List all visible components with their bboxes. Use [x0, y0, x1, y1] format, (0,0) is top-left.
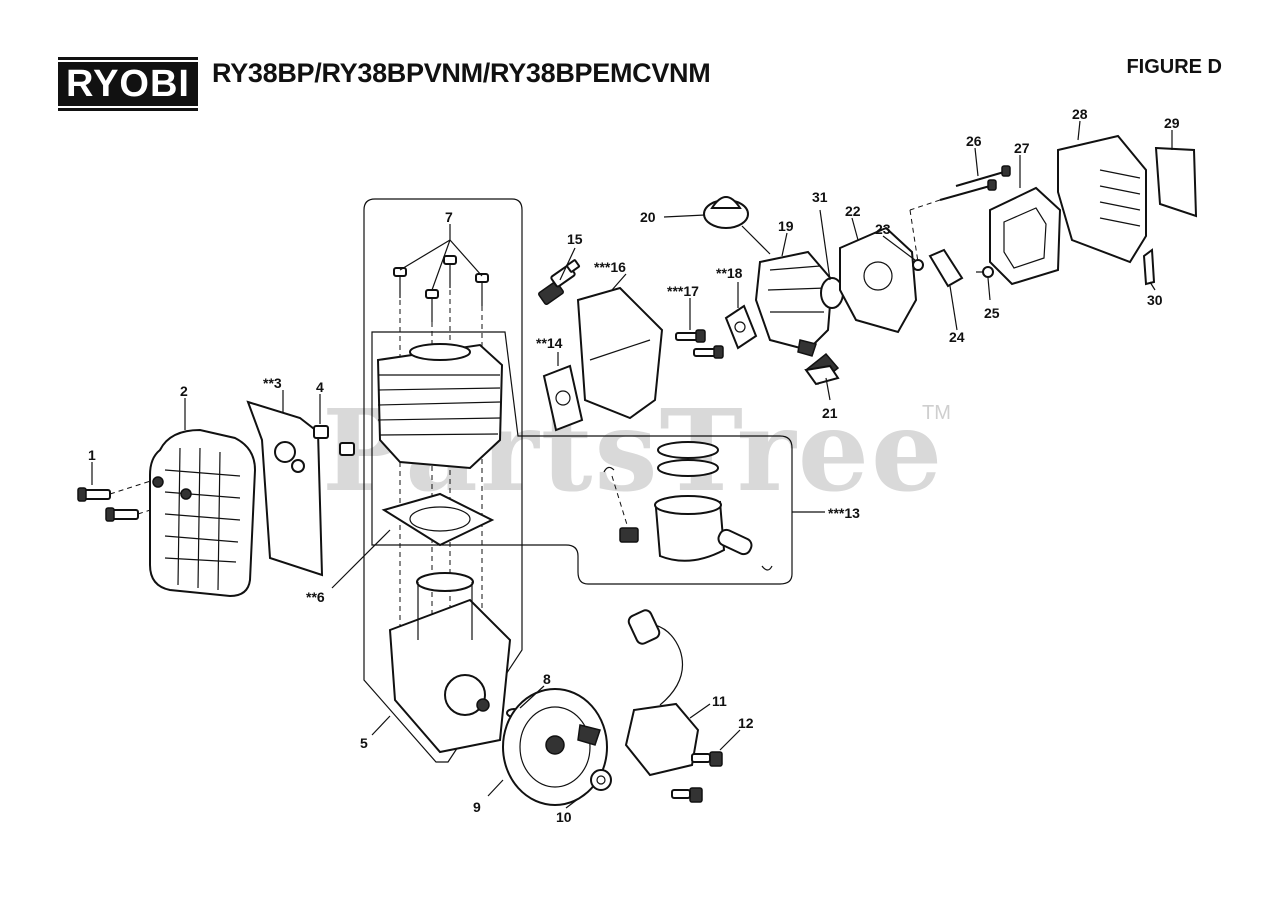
- part-26-bolts: [909, 165, 1011, 263]
- part-25-screw: [976, 266, 994, 278]
- callout-6: **6: [306, 589, 325, 605]
- watermark-tm: TM: [922, 402, 951, 424]
- callout-22: 22: [845, 203, 861, 219]
- callout-4: 4: [316, 379, 324, 395]
- logo-text: RYOBI: [56, 60, 200, 108]
- callout-2: 2: [180, 383, 188, 399]
- model-title: RY38BP/RY38BPVNM/RY38BPEMCVNM: [212, 58, 711, 88]
- figure-label: FIGURE D: [1126, 56, 1222, 78]
- callout-26: 26: [966, 133, 982, 149]
- callout-21: 21: [822, 405, 838, 421]
- part-27-filter-element: [989, 186, 1062, 286]
- callout-11: 11: [712, 693, 727, 709]
- leader-lines: [91, 120, 1173, 809]
- part-5-crankcase: [388, 572, 512, 754]
- callout-31: 31: [812, 189, 828, 205]
- callout-labels: 1 2 **3 4 5 **6 7 8 9 10 11 12 ***13 **1…: [88, 106, 1180, 825]
- part-14-gasket: [542, 364, 584, 432]
- callout-25: 25: [984, 305, 1000, 321]
- part-6-gasket: [381, 492, 495, 547]
- part-3-heat-shield: [246, 400, 324, 577]
- callout-23: 23: [875, 221, 891, 237]
- callout-24: 24: [949, 329, 965, 345]
- part-2-muffler: [149, 428, 257, 598]
- part-10-nut: [590, 769, 612, 791]
- callout-20: 20: [640, 209, 656, 225]
- callout-8: 8: [543, 671, 551, 687]
- part-29-filter-pad: [1154, 146, 1198, 218]
- callout-13: ***13: [828, 505, 860, 521]
- part-28-air-filter-cover: [1057, 134, 1147, 264]
- part-4-nuts: [313, 425, 355, 456]
- part-18-gasket: [724, 304, 758, 350]
- engine-group-outline: [363, 198, 523, 763]
- callout-5: 5: [360, 735, 368, 751]
- part-1-bolts: [77, 477, 176, 522]
- part-9-flywheel: [502, 688, 608, 806]
- callout-7: 7: [445, 209, 453, 225]
- callout-14: **14: [536, 335, 563, 351]
- part-23-spacer: [912, 259, 924, 271]
- part-11-ignition-coil: [624, 609, 700, 777]
- part-20-primer-bulb: [703, 196, 771, 255]
- part-19-carburetor: [754, 250, 834, 357]
- part-22-air-filter-base: [839, 226, 918, 334]
- part-24-plate: [928, 248, 964, 288]
- callout-10: 10: [556, 809, 572, 825]
- part-21-choke-lever: [804, 352, 840, 386]
- part-15-spark-plug: [538, 259, 580, 306]
- piston-group-outline: [371, 331, 793, 585]
- callout-15: 15: [567, 231, 583, 247]
- part-16-cylinder-cover: [576, 286, 664, 420]
- callout-17: ***17: [667, 283, 699, 299]
- callout-27: 27: [1014, 140, 1030, 156]
- callout-1: 1: [88, 447, 96, 463]
- callout-19: 19: [778, 218, 794, 234]
- callout-9: 9: [473, 799, 481, 815]
- callout-12: 12: [738, 715, 754, 731]
- callout-18: **18: [716, 265, 743, 281]
- part-17-bolts: [675, 329, 724, 359]
- part-30-small-pad: [1142, 248, 1156, 286]
- callout-30: 30: [1147, 292, 1163, 308]
- callout-29: 29: [1164, 115, 1180, 131]
- part-13-piston-kit: [603, 441, 773, 571]
- part-12-bolts: [671, 751, 723, 803]
- callout-28: 28: [1072, 106, 1088, 122]
- cylinder: [376, 343, 504, 470]
- ryobi-logo: RYOBI: [56, 57, 200, 111]
- callout-3: **3: [263, 375, 282, 391]
- callout-16: ***16: [594, 259, 626, 275]
